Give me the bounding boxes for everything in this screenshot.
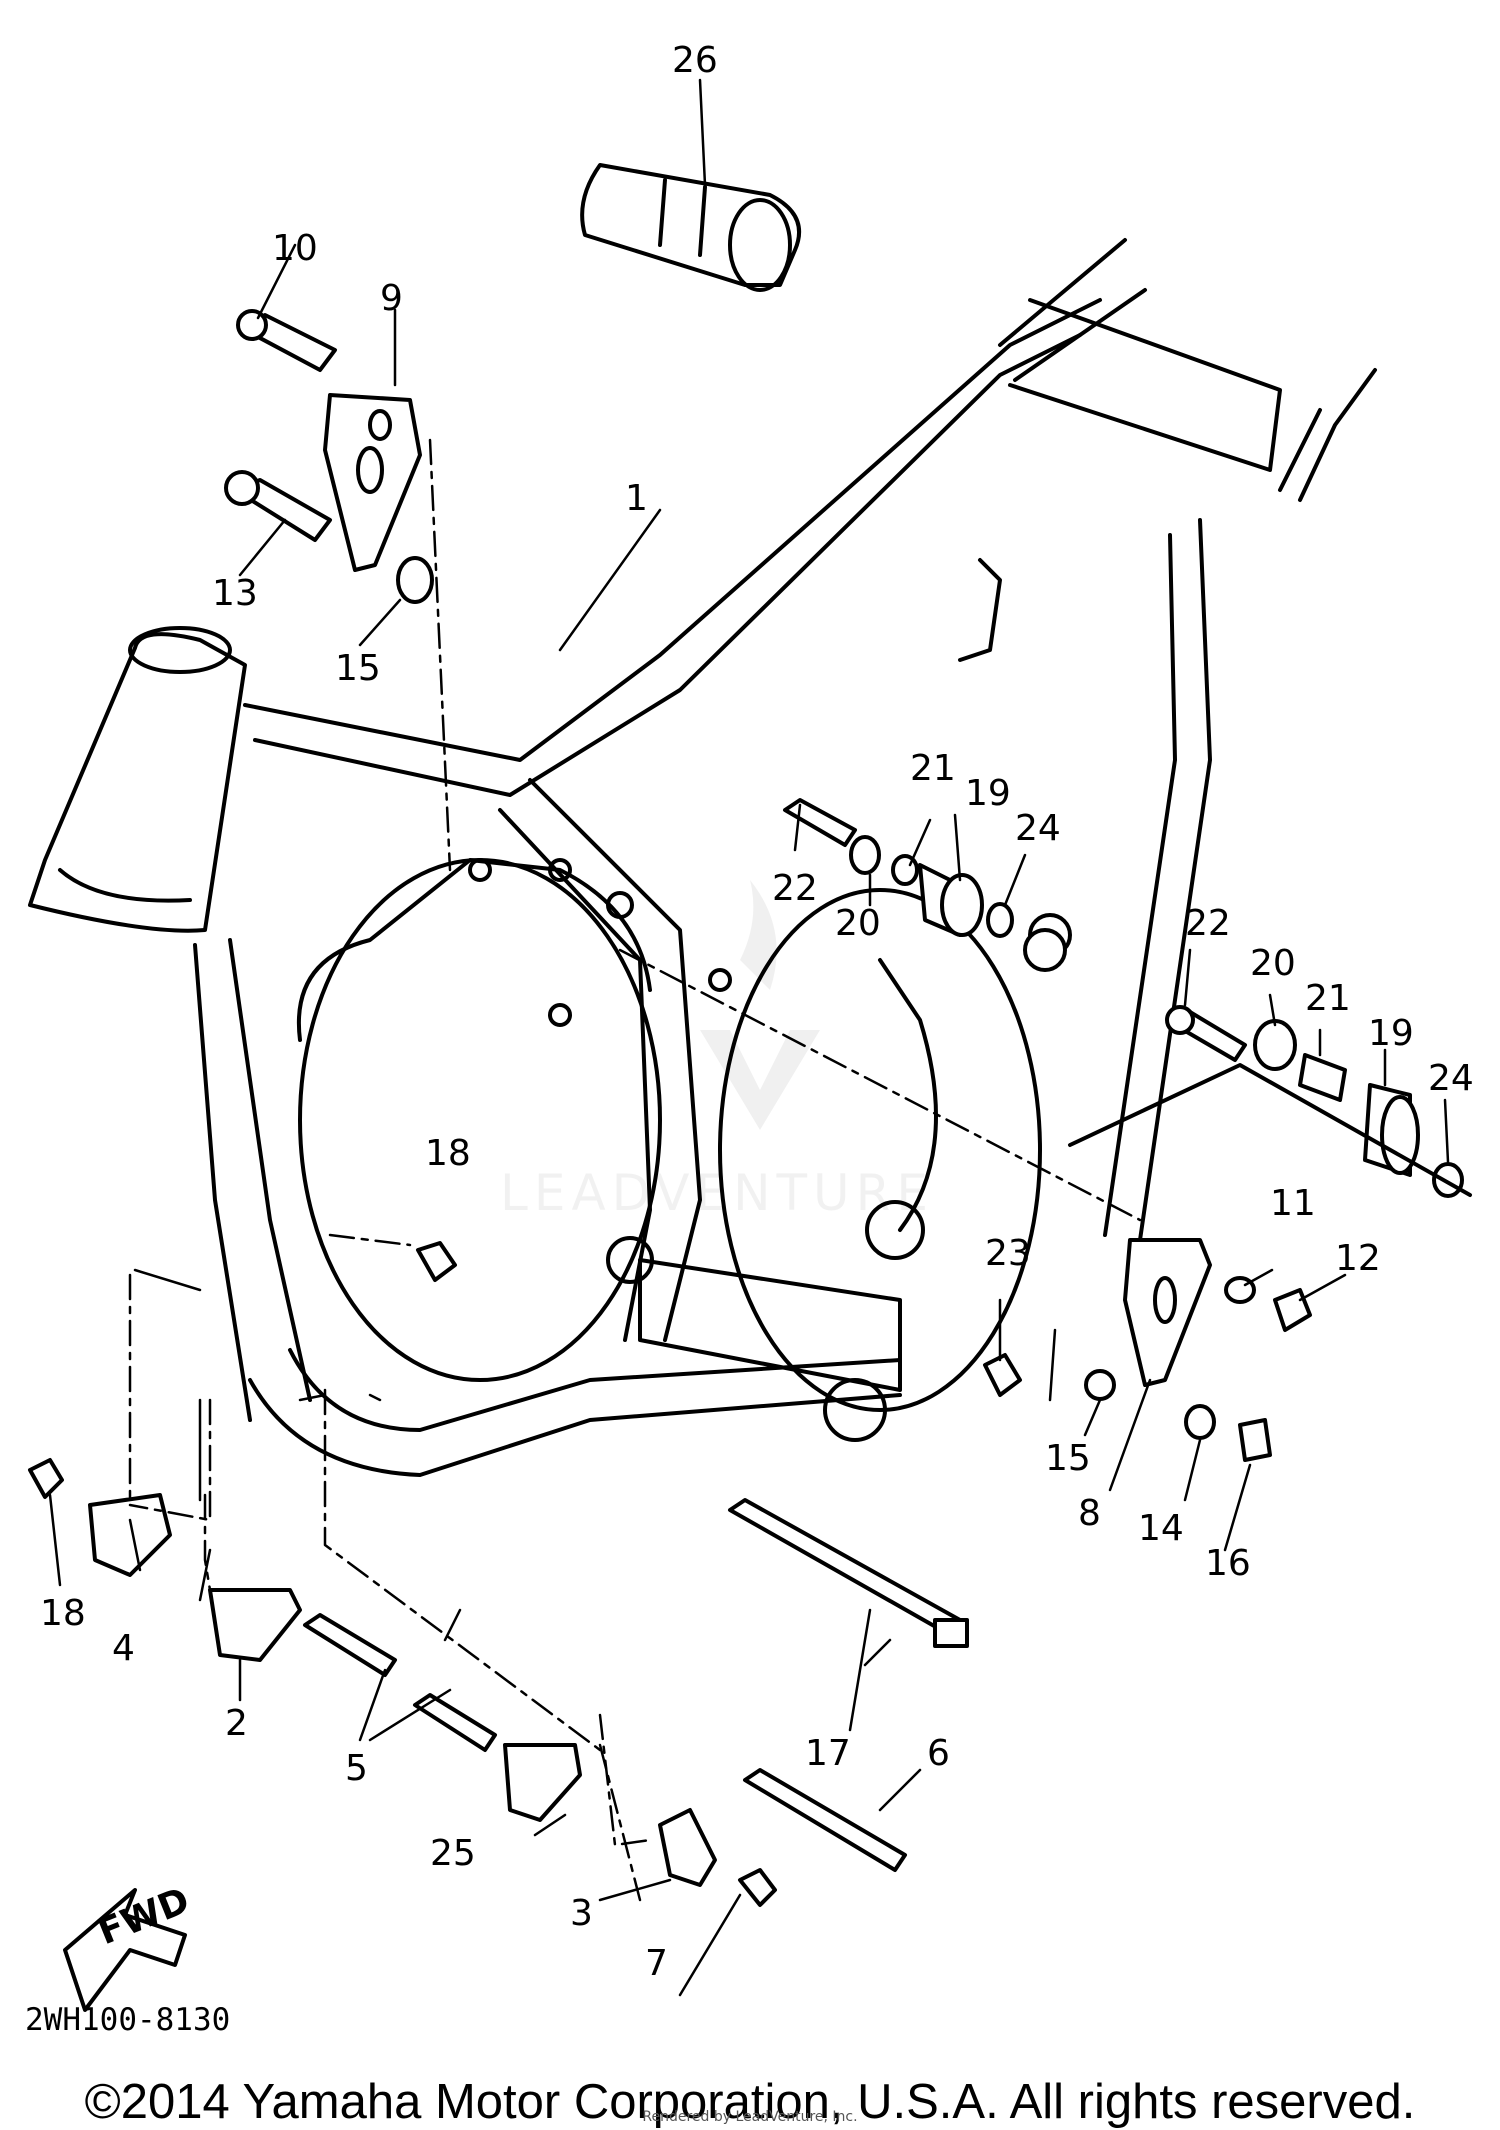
callout-16: 16 [1205, 1543, 1251, 1584]
engine-bracket-8-part [983, 1238, 1312, 1462]
bolt-13-part [224, 470, 332, 542]
callout-9: 9 [380, 278, 403, 319]
lower-brackets-part [28, 1458, 969, 1907]
callout-24-upper: 24 [1015, 808, 1061, 849]
copyright-notice: ©2014 Yamaha Motor Corporation, U.S.A. A… [84, 2075, 1416, 2129]
callout-22-upper: 22 [772, 868, 818, 909]
callout-labels: 26 10 9 1 13 15 21 19 24 22 20 22 20 21 … [40, 40, 1474, 1984]
nut-18-center-part [416, 1241, 457, 1282]
protector-pad-part [580, 163, 801, 292]
callout-5: 5 [345, 1748, 368, 1789]
part-code: 2WH100-8130 [25, 2002, 230, 2038]
callout-6: 6 [927, 1733, 950, 1774]
callout-26: 26 [672, 40, 718, 81]
callout-21-right: 21 [1305, 978, 1351, 1019]
callout-20-upper: 20 [835, 903, 881, 944]
callout-18-center: 18 [425, 1133, 471, 1174]
callout-1: 1 [625, 478, 648, 519]
leader-lines [48, 78, 1450, 1997]
callout-18-left: 18 [40, 1593, 86, 1634]
callout-14: 14 [1138, 1508, 1184, 1549]
callout-22-right: 22 [1185, 903, 1231, 944]
callout-10: 10 [272, 228, 318, 269]
callout-23: 23 [985, 1233, 1031, 1274]
bolt-10-part [236, 309, 337, 372]
callout-11: 11 [1270, 1183, 1316, 1224]
engine-bracket-upper-part [323, 393, 422, 572]
callout-17: 17 [805, 1733, 851, 1774]
callout-13: 13 [212, 573, 258, 614]
callout-4: 4 [112, 1628, 135, 1669]
callout-21-upper: 21 [910, 748, 956, 789]
callout-3: 3 [570, 1893, 593, 1934]
forward-arrow-icon [63, 1888, 187, 2012]
collar-15-upper-part [396, 556, 434, 604]
callout-19-upper: 19 [965, 773, 1011, 814]
assembly-dash-lines [128, 438, 1142, 1902]
watermark-logo [700, 880, 820, 1130]
callout-15-upper: 15 [335, 648, 381, 689]
callout-7: 7 [645, 1943, 668, 1984]
callout-19-right: 19 [1368, 1013, 1414, 1054]
boundary-lines [133, 1268, 382, 1602]
main-frame-part [28, 238, 1377, 1477]
callout-20-right: 20 [1250, 943, 1296, 984]
callout-12: 12 [1335, 1238, 1381, 1279]
mount-stack-upper-part [783, 798, 1067, 972]
callout-24-right: 24 [1428, 1058, 1474, 1099]
callout-15-lower: 15 [1045, 1438, 1091, 1479]
watermark-text: LEADVENTURE [500, 1164, 934, 1222]
rendered-by-note: Rendered by LeadVenture, Inc. [642, 2109, 858, 2125]
callout-8: 8 [1078, 1493, 1101, 1534]
callout-25: 25 [430, 1833, 476, 1874]
callout-2: 2 [225, 1703, 248, 1744]
